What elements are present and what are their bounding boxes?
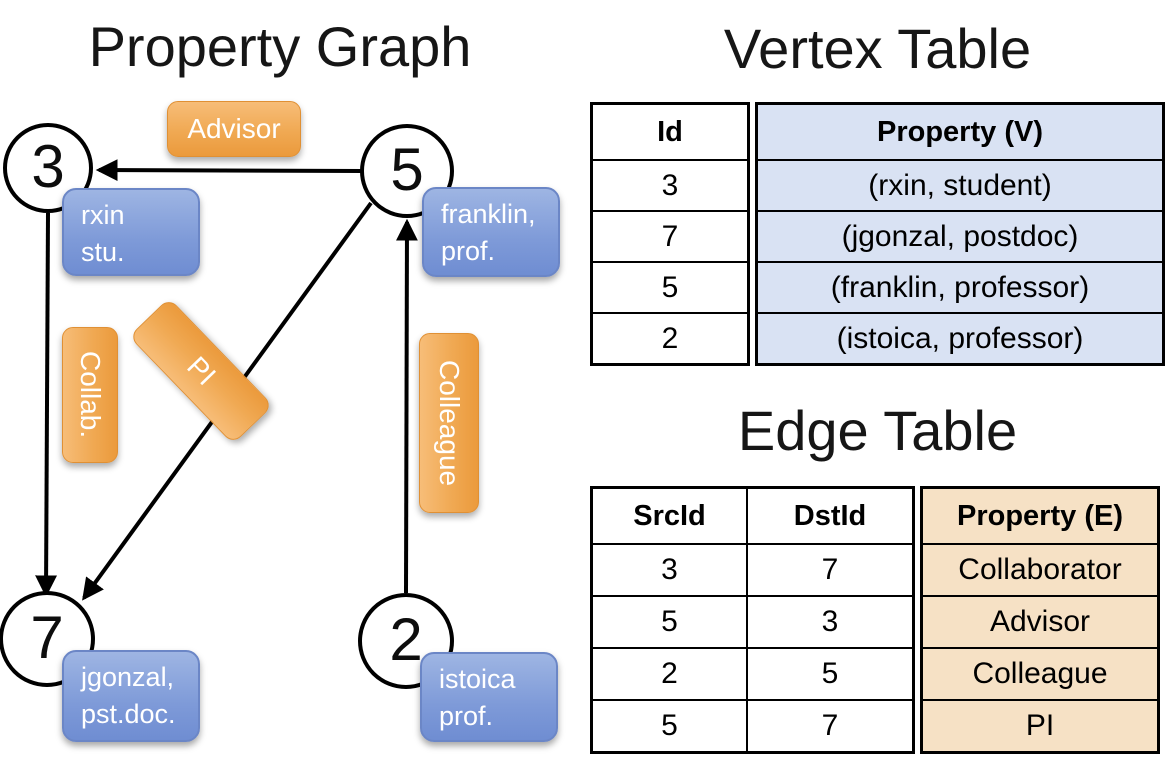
property-graph-title: Property Graph (88, 15, 472, 78)
edge-table-property-column: Property (E) Collaborator Advisor Collea… (920, 486, 1160, 754)
vertex-table-cell-property: (franklin, professor) (758, 261, 1162, 312)
edge-table-row: 5 3 (593, 595, 912, 647)
edge-advisor-5-3 (95, 159, 363, 182)
vertex-property-box-2: istoica prof. (420, 652, 558, 742)
vertex-table-cell-property: (jgonzal, postdoc) (758, 210, 1162, 261)
vertex-table-property-column: Property (V) (rxin, student) (jgonzal, p… (755, 102, 1165, 366)
edge-table-cell-dstid: 3 (746, 597, 912, 647)
vertex-id-5: 5 (390, 136, 424, 204)
vertex-table-title: Vertex Table (723, 17, 1032, 80)
vertex-table-cell-id: 3 (593, 159, 747, 210)
vertex-table-header-property: Property (V) (877, 115, 1043, 148)
vertex-property-line: prof. (439, 701, 494, 732)
vertex-table: Id 3 7 5 2 Property (V) (rxin, student) … (590, 102, 1165, 366)
vertex-table-cell-id: 5 (593, 261, 747, 312)
edge-table-row: 5 7 (593, 699, 912, 751)
vertex-table-cell-property: (rxin, student) (758, 159, 1162, 210)
edge-table-header-property: Property (E) (957, 499, 1123, 532)
edge-table-cell-property: Collaborator (923, 543, 1157, 595)
vertex-property-line: jgonzal, (81, 662, 175, 692)
vertex-property-line: prof. (441, 236, 496, 267)
vertex-property-box-5: franklin, prof. (422, 187, 560, 277)
edge-label-colleague: Colleague (419, 333, 479, 513)
vertex-property-line: istoica (439, 664, 516, 694)
edge-table-header-row: SrcId DstId (593, 489, 912, 543)
edge-table-header-dstid: DstId (746, 489, 912, 543)
vertex-table-header-id: Id (657, 115, 683, 148)
edge-table-cell-property: Colleague (923, 647, 1157, 699)
edge-table-header-srcid: SrcId (633, 499, 706, 532)
vertex-property-line: stu. (81, 237, 125, 268)
edge-table-cell-dstid: 5 (746, 649, 912, 699)
vertex-table-cell-id: 7 (593, 210, 747, 261)
edge-table: SrcId DstId 3 7 5 3 2 5 5 7 Property (E)… (590, 486, 1160, 754)
edge-table-row: 2 5 (593, 647, 912, 699)
edge-table-cell-srcid: 3 (661, 553, 678, 586)
edge-table-cell-property: PI (923, 699, 1157, 751)
edge-table-cell-dstid: 7 (746, 545, 912, 595)
vertex-property-line: rxin (81, 200, 125, 230)
vertex-table-cell-id: 2 (593, 312, 747, 363)
vertex-property-line: pst.doc. (81, 699, 176, 730)
edge-label-collab: Collab. (62, 327, 118, 463)
edge-table-cell-srcid: 5 (661, 709, 678, 742)
vertex-id-7: 7 (30, 604, 64, 672)
edge-table-cell-property: Advisor (923, 595, 1157, 647)
edge-label-advisor: Advisor (167, 101, 301, 157)
vertex-property-box-3: rxin stu. (62, 188, 200, 276)
edge-collab-3-7 (35, 212, 58, 598)
vertex-property-box-7: jgonzal, pst.doc. (62, 650, 200, 742)
vertex-property-line: franklin, (441, 199, 536, 229)
edge-table-cell-srcid: 2 (661, 657, 678, 690)
edge-table-title: Edge Table (737, 399, 1018, 462)
edge-table-cell-srcid: 5 (661, 605, 678, 638)
vertex-id-3: 3 (31, 133, 65, 201)
edge-table-row: 3 7 (593, 543, 912, 595)
vertex-id-2: 2 (389, 606, 423, 674)
edge-table-cell-dstid: 7 (746, 701, 912, 751)
edge-colleague-2-5 (395, 218, 418, 594)
vertex-table-cell-property: (istoica, professor) (758, 312, 1162, 363)
vertex-table-id-column: Id 3 7 5 2 (590, 102, 750, 366)
edge-table-ids-column: SrcId DstId 3 7 5 3 2 5 5 7 (590, 486, 915, 754)
